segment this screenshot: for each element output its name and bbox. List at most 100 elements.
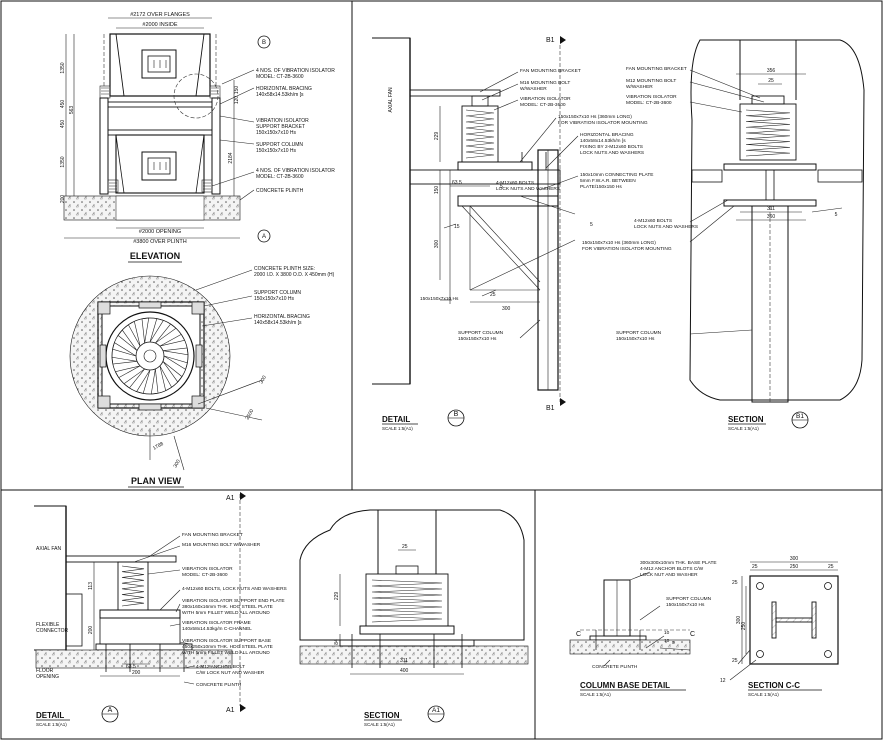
elevation-dim-bottom-2: #3800 OVER PLINTH bbox=[133, 239, 187, 245]
detail-b-callout: 140x58x14.53kh/m [s bbox=[580, 138, 626, 144]
detail-a-callout: VIBRATION ISOLATOR SUPPORT END PLATE bbox=[182, 598, 285, 604]
section-b1-callout: W/WASHER bbox=[626, 84, 653, 90]
fan-blade bbox=[117, 329, 138, 351]
elevation-callout: SUPPORT BRACKET bbox=[256, 124, 305, 130]
section-cc-drawing: 300 25 250 25 300 250 25 25 12 SECTION C… bbox=[720, 556, 839, 697]
detail-b-dim: 300 bbox=[502, 306, 511, 312]
section-a1-dim: 84 bbox=[334, 639, 340, 645]
detail-b-callout: PLATE/150x150 Hs bbox=[580, 184, 622, 190]
section-cc-dim: 25 bbox=[828, 564, 834, 570]
elevation-callout: CONCRETE PLINTH bbox=[256, 188, 304, 194]
column-base-callout: SUPPORT COLUMN bbox=[666, 596, 712, 602]
section-b1-title: SECTION bbox=[728, 415, 764, 424]
fan-blade bbox=[127, 320, 141, 347]
detail-a-section-mark: A1 bbox=[226, 707, 235, 714]
detail-b-dim: 63.5 bbox=[452, 180, 462, 186]
detail-b-callout: MODEL: CT-2B-3600 bbox=[520, 102, 566, 108]
detail-b-callout: HORIZONTAL BRACING bbox=[580, 132, 634, 138]
column-base-section-letter: C bbox=[690, 631, 695, 638]
section-a1-scale: SCALE 1:5(A1) bbox=[364, 722, 395, 727]
detail-a-callout: 4-M12x60 BOLTS, LOCK NUTS AND WASHERS bbox=[182, 586, 287, 592]
fan-blade bbox=[112, 342, 137, 357]
elevation-dim-top-2: #2000 INSIDE bbox=[142, 22, 177, 28]
detail-b-drawing: AXIAL FAN B1 B1 bbox=[372, 36, 653, 431]
detail-a-scale: SCALE 1:5(A1) bbox=[36, 722, 67, 727]
plan-callout: HORIZONTAL BRACING bbox=[254, 314, 310, 320]
section-b1-drawing: 356 25 311 360 5 FAN MOUNTING BRACKET M1… bbox=[582, 39, 865, 431]
elevation-dim-left: 450 bbox=[60, 100, 66, 109]
plan-callout: CONCRETE PLINTH SIZE: bbox=[254, 266, 315, 272]
detail-b-callout: VIBRATION ISOLATOR bbox=[520, 96, 571, 102]
detail-a-title: DETAIL bbox=[36, 711, 64, 720]
section-b1-scale: SCALE 1:5(A1) bbox=[728, 426, 759, 431]
isolator-spring bbox=[465, 109, 495, 159]
elevation-dim-small: 2184 bbox=[228, 152, 234, 163]
section-b1-weld: 5 bbox=[835, 212, 838, 218]
detail-b-callout: LOCK NUTS AND WASHERS bbox=[580, 150, 644, 156]
section-b1-callout: VIBRATION ISOLATOR bbox=[626, 94, 677, 100]
plan-dim: 300 bbox=[173, 459, 182, 469]
section-cc-dim: 25 bbox=[732, 658, 738, 664]
elevation-dim-top-1: #2172 OVER FLANGES bbox=[130, 12, 190, 18]
detail-b-callout: 4-M12x60 BOLTS bbox=[496, 180, 534, 186]
plan-callout: 2000 I.D. X 3800 O.D. X 450mm (H) bbox=[254, 272, 335, 278]
column-base-callout: 150x150x7x10 Hs bbox=[666, 602, 705, 608]
section-cc-dim: 250 bbox=[741, 622, 747, 631]
section-b1-callout: 150x150x7x10 Hs (360mm LONG) bbox=[582, 240, 656, 246]
detail-b-callout: SUPPORT COLUMN bbox=[458, 330, 504, 336]
detail-a-callout: FAN MOUNTING BRACKET bbox=[182, 532, 243, 538]
detail-b-dim: 25 bbox=[490, 292, 496, 298]
elevation-dim-small: 563 bbox=[69, 106, 75, 115]
plan-callout: 140x58x14.53kh/m [s bbox=[254, 320, 302, 326]
plan-title: PLAN VIEW bbox=[131, 476, 182, 486]
elevation-dim-left: 1350 bbox=[60, 62, 66, 73]
detail-a-callout: VIBRATION ISOLATOR FRAME bbox=[182, 620, 251, 626]
column-base-dim: 10 bbox=[664, 630, 670, 636]
section-cc-dim: 300 bbox=[736, 616, 742, 625]
fan-blade bbox=[149, 318, 164, 343]
section-a1-tag: A1 bbox=[432, 707, 440, 714]
detail-b-callout: W/WASHER bbox=[520, 86, 547, 92]
fan-blade bbox=[123, 368, 145, 389]
detail-b-section-mark: B1 bbox=[546, 37, 555, 44]
section-b1-dim: 311 bbox=[767, 206, 775, 212]
isolator-spring bbox=[371, 579, 443, 623]
plan-dim: 2500 bbox=[245, 408, 256, 421]
detail-b-callout: FIXING BY 2-M12x60 BOLTS bbox=[580, 144, 643, 150]
detail-b-callout: LOCK NUTS AND WASHERS bbox=[496, 186, 560, 192]
isolator-spring bbox=[745, 109, 791, 157]
section-b1-callout: M12 MOUNTING BOLT bbox=[626, 78, 676, 84]
elevation-callout: 150x150x7x10 Hs bbox=[256, 148, 297, 154]
detail-a-callout: VIBRATION ISOLATOR SUPPORT BASE bbox=[182, 638, 271, 644]
detail-b-callout: 150x150x7x10 Hs bbox=[458, 336, 497, 342]
detail-a-left-label: FLEXIBLE bbox=[36, 622, 60, 628]
detail-a-callout: 380x160x16mm THK. HDG STEEL PLATE bbox=[182, 604, 273, 610]
column-base-callout: LOCK NUT AND WASHER bbox=[640, 572, 698, 578]
detail-b-weld: 5 bbox=[500, 184, 503, 190]
plan-callout: SUPPORT COLUMN bbox=[254, 290, 301, 296]
elevation-dim-left: 450 bbox=[60, 120, 66, 129]
fan-blade bbox=[141, 317, 150, 344]
section-b1-callout: LOCK NUTS AND WASHERS bbox=[634, 224, 698, 230]
column-base-dim: 5 bbox=[672, 640, 675, 646]
elevation-callout: VIBRATION ISOLATOR bbox=[256, 118, 309, 124]
elevation-drawing: #2172 OVER FLANGES #2000 INSIDE bbox=[60, 12, 335, 263]
detail-a-left-label: CONNECTOR bbox=[36, 628, 69, 634]
detail-b-callout: 150x10mm CONNECTING PLATE bbox=[580, 172, 653, 178]
elevation-marker-a: A bbox=[262, 234, 266, 240]
elevation-callout: SUPPORT COLUMN bbox=[256, 142, 303, 148]
plan-view-drawing: CONCRETE PLINTH SIZE: 2000 I.D. X 3800 O… bbox=[69, 266, 335, 488]
detail-a-section-mark: A1 bbox=[226, 495, 235, 502]
detail-b-weld: 5 bbox=[590, 222, 593, 228]
detail-b-axial-fan: AXIAL FAN bbox=[388, 87, 394, 112]
elevation-marker-b: B bbox=[262, 40, 266, 46]
column-base-scale: SCALE 1:5(A1) bbox=[580, 692, 611, 697]
section-cc-dim: 300 bbox=[790, 556, 799, 562]
detail-a-callout: C/W LOCK NUT AND WASHER bbox=[196, 670, 265, 676]
detail-a-drawing: A1 A1 113 200 63.5 200 AXIAL FAN bbox=[34, 492, 287, 727]
section-b1-dim: 356 bbox=[767, 68, 776, 74]
section-a1-dim: 25 bbox=[402, 544, 408, 550]
detail-a-callout: WITH 5mm FILLET WELD ALL AROUND bbox=[182, 650, 270, 656]
section-cc-dim: 250 bbox=[790, 564, 799, 570]
